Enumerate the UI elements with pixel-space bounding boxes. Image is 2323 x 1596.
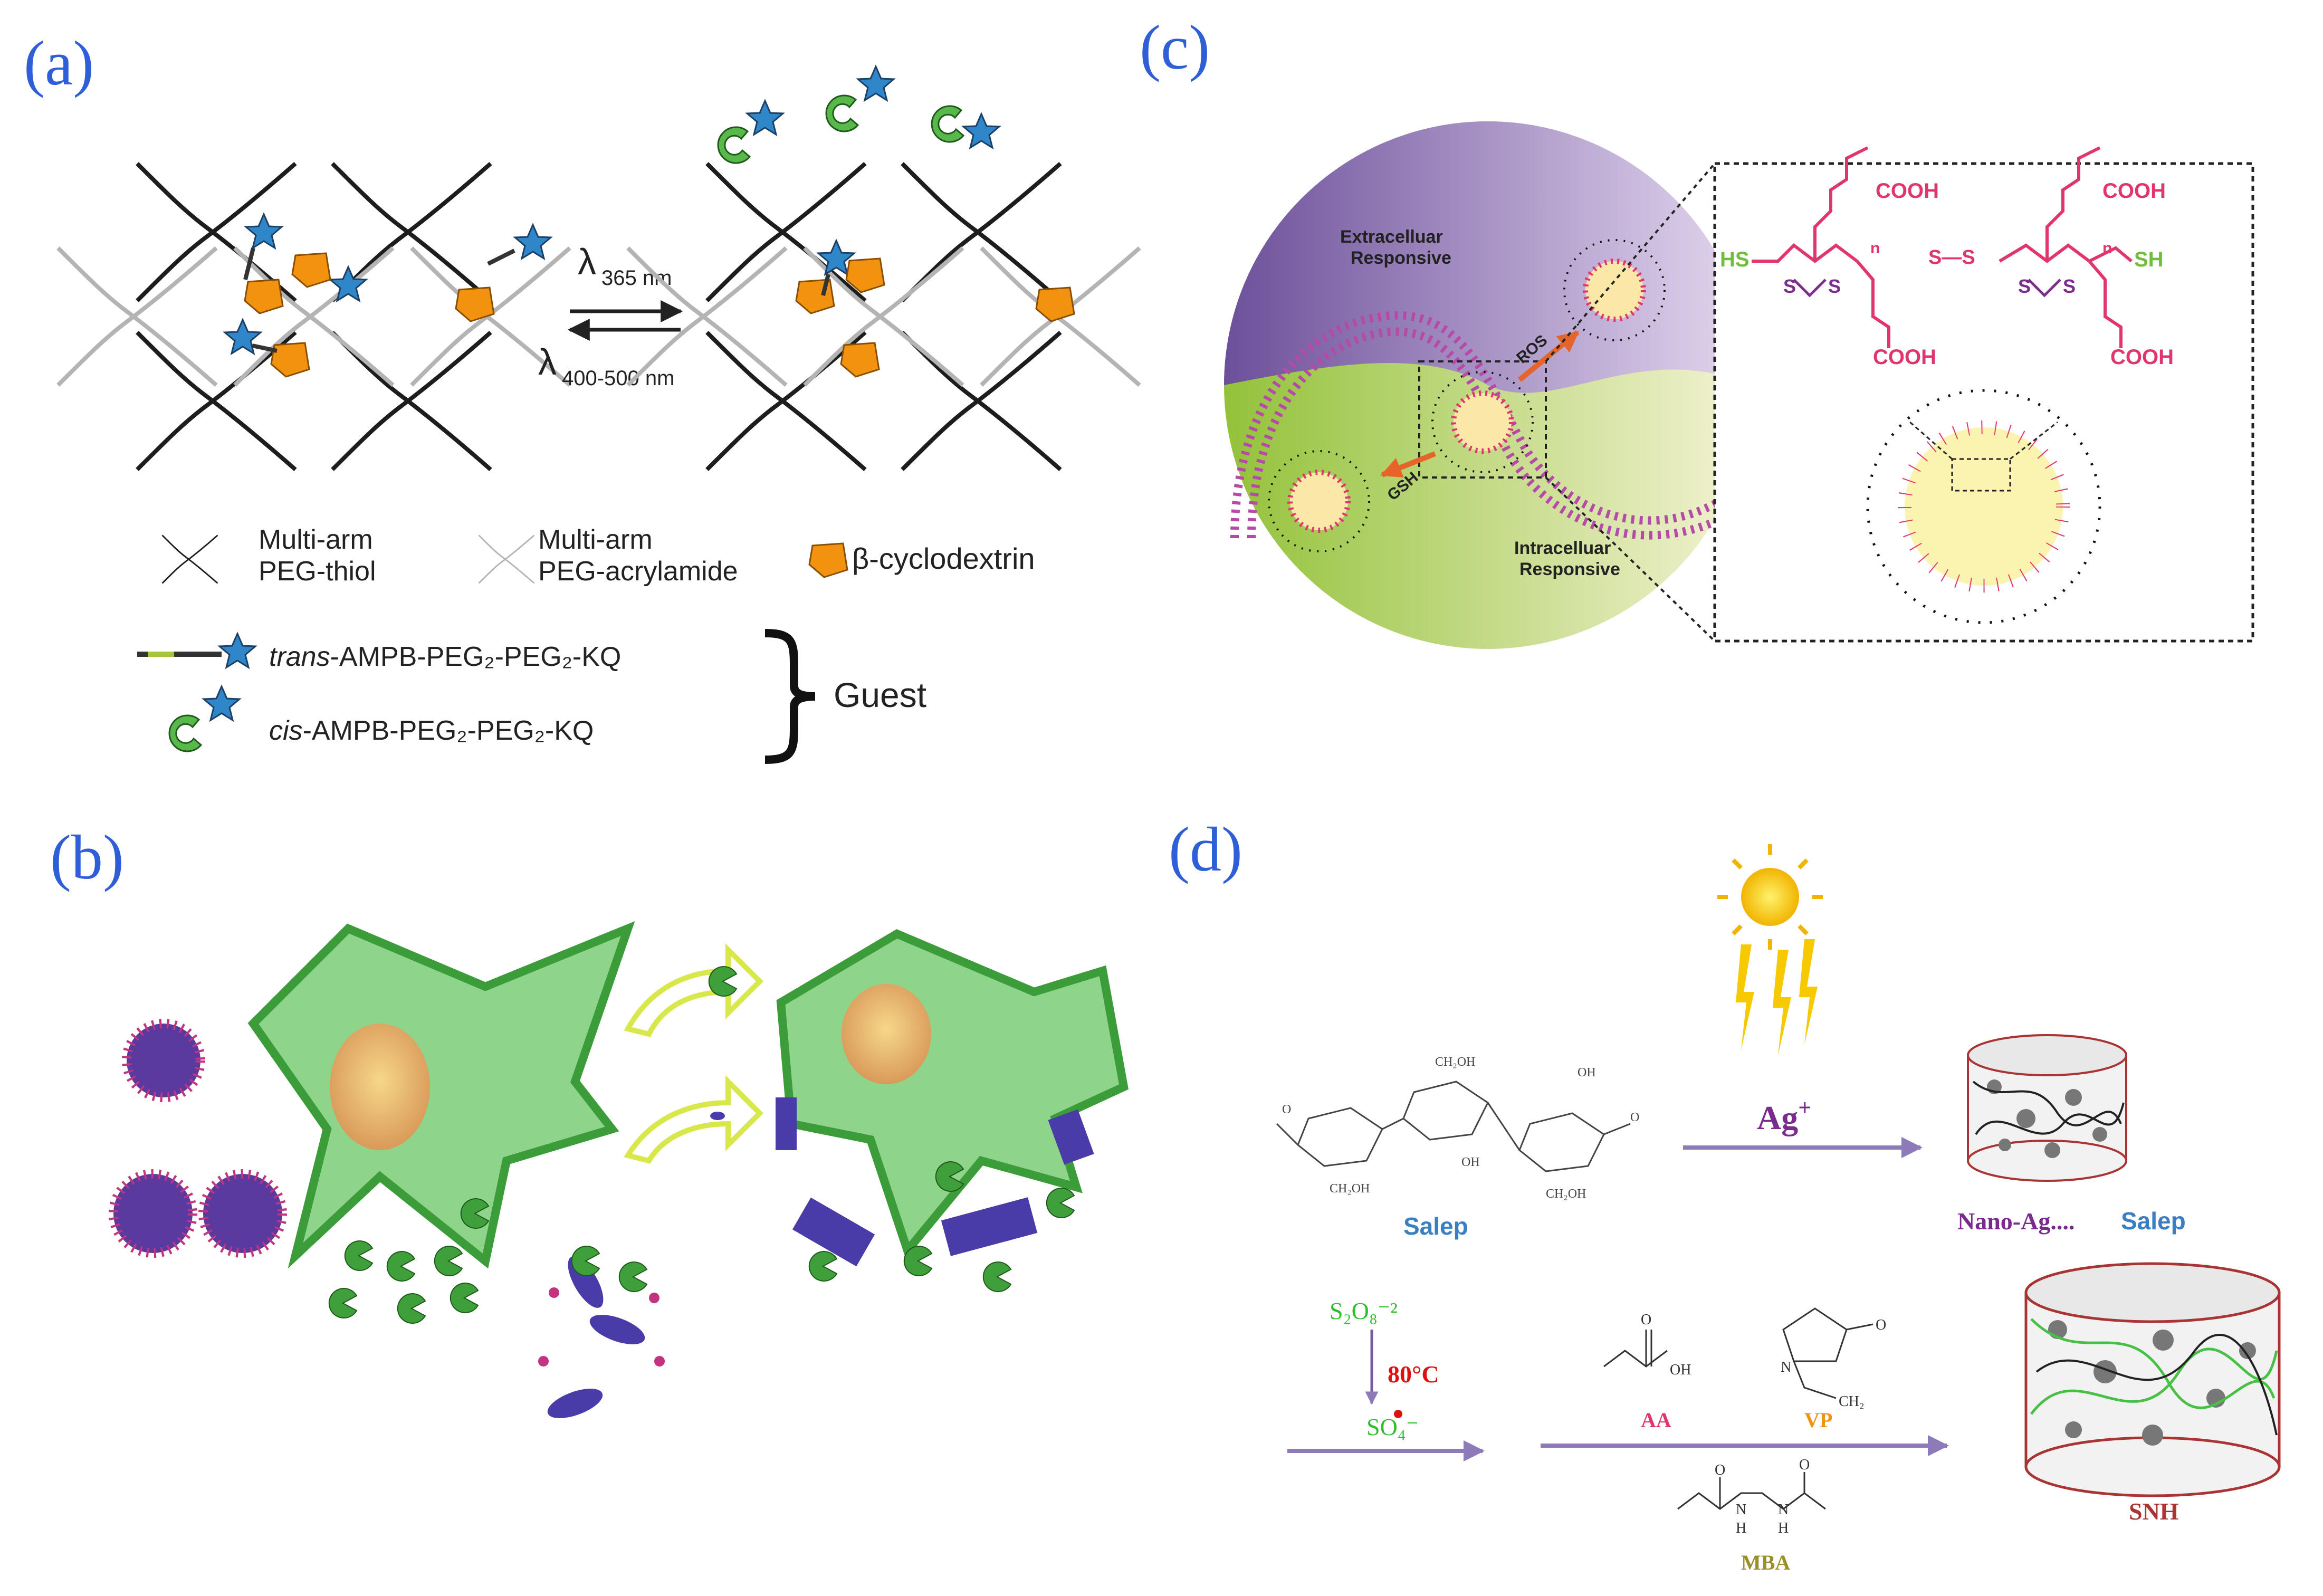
- temp-label: 80°C: [1388, 1361, 1439, 1388]
- cell-after: [776, 929, 1129, 1292]
- trans-label: -AMPB-PEG₂-PEG₂-KQ: [330, 642, 622, 672]
- photo-switch-arrows: λ 365 nm λ 400-500 nm: [538, 241, 683, 390]
- ch2oh-bottom-right: CH₂OH: [1546, 1187, 1586, 1201]
- panel-b-label: (b): [50, 822, 124, 892]
- o-left: O: [1282, 1103, 1291, 1116]
- sun-icon: [1717, 844, 1823, 1055]
- aa-oh: OH: [1670, 1362, 1691, 1378]
- cyclodextrin-icon: [808, 542, 848, 578]
- cooh-bottom-right: COOH: [2110, 346, 2174, 369]
- vp-n: N: [1781, 1359, 1791, 1375]
- svg-text:trans-AMPB-PEG₂-PEG₂-KQ: trans-AMPB-PEG₂-PEG₂-KQ: [269, 642, 621, 672]
- mba-label: MBA: [1741, 1551, 1790, 1574]
- ag-label: Ag: [1757, 1099, 1798, 1136]
- nano-ag-cylinder: [1967, 1034, 2127, 1182]
- reverse-wavelength: 400-500 nm: [562, 367, 674, 390]
- mba-h-1: H: [1736, 1520, 1746, 1536]
- aa-label: AA: [1641, 1408, 1671, 1432]
- s-label-2: S: [1828, 275, 1841, 297]
- zoom-box-small: [1418, 360, 1547, 479]
- hydrogel-network-right: [628, 65, 1140, 470]
- extracellular-line1: Extracelluar: [1340, 227, 1443, 247]
- s-label-4: S: [2063, 275, 2076, 297]
- legend-thiol-line1: Multi-arm: [259, 524, 373, 555]
- hydrogel-network-left: [58, 164, 570, 470]
- snh-cylinder: [2024, 1262, 2281, 1497]
- mba-n-2: N: [1778, 1502, 1789, 1518]
- forward-lambda: λ: [578, 241, 596, 282]
- legend-acrylamide-line1: Multi-arm: [538, 524, 653, 555]
- ch2oh-bottom-left: CH₂OH: [1330, 1182, 1370, 1196]
- ag-charge: +: [1798, 1095, 1811, 1121]
- svg-text:cis-AMPB-PEG₂-PEG₂-KQ: cis-AMPB-PEG₂-PEG₂-KQ: [269, 715, 594, 746]
- aa-structure: [1603, 1330, 1668, 1368]
- extracellular-line2: Responsive: [1351, 248, 1451, 268]
- cooh-bottom-left: COOH: [1873, 346, 1936, 369]
- mba-structure: [1677, 1472, 1826, 1510]
- sh-label: SH: [2134, 248, 2164, 271]
- intracellular-line2: Responsive: [1519, 559, 1620, 579]
- polymer-structure: HS COOH S S n COOH S—S COOH S S n COOH S…: [1720, 146, 2174, 369]
- micelle-large: [1866, 389, 2101, 624]
- mba-n-1: N: [1736, 1502, 1746, 1518]
- legend-thiol-line2: PEG-thiol: [259, 556, 376, 587]
- cell-before: [247, 921, 635, 1324]
- salep-label: Salep: [1403, 1212, 1468, 1240]
- aa-o: O: [1641, 1312, 1651, 1328]
- vp-ch2: CH₂: [1839, 1393, 1865, 1410]
- panel-d: (d): [1169, 814, 2281, 1574]
- released-fragments: [538, 1246, 665, 1418]
- oh-top-right: OH: [1578, 1066, 1596, 1079]
- mba-h-2: H: [1778, 1520, 1789, 1536]
- process-arrows: [624, 943, 764, 1164]
- vp-structure: [1782, 1307, 1873, 1399]
- snh-label: SNH: [2129, 1498, 2179, 1525]
- micelle-center: [1431, 371, 1534, 473]
- panel-c: (c) Extracelluar Responsive Intracelluar…: [1140, 12, 2254, 649]
- panel-a-legend: Multi-arm PEG-thiol Multi-arm PEG-acryla…: [137, 524, 1035, 764]
- salep-structure: [1276, 1081, 1631, 1172]
- nano-ag-label: Nano-Ag....: [1957, 1208, 2075, 1235]
- reverse-lambda: λ: [538, 341, 557, 383]
- n-label-1: n: [1870, 240, 1880, 257]
- s-label-1: S: [1783, 275, 1796, 297]
- persulfate-label: S₂O₈⁻²: [1330, 1297, 1398, 1324]
- vp-o: O: [1876, 1317, 1886, 1333]
- s-label-3: S: [2018, 275, 2031, 297]
- guest-label: Guest: [834, 675, 926, 714]
- micelle-ros: [1563, 239, 1666, 341]
- cooh-top-left: COOH: [1876, 179, 1939, 203]
- panel-d-label: (d): [1169, 814, 1242, 884]
- micelle-gsh: [1268, 450, 1370, 552]
- intracellular-line1: Intracelluar: [1514, 538, 1611, 558]
- vp-label: VP: [1804, 1408, 1832, 1432]
- panel-b: (b): [50, 822, 1129, 1418]
- cooh-top-right: COOH: [2102, 179, 2166, 203]
- ch2oh-top: CH₂OH: [1435, 1055, 1475, 1069]
- mba-o-1: O: [1715, 1462, 1725, 1478]
- trans-prefix: trans: [269, 642, 330, 672]
- cis-prefix: cis: [269, 715, 303, 746]
- nano-salep-label: Salep: [2121, 1207, 2186, 1235]
- oh-mid: OH: [1461, 1155, 1480, 1169]
- cis-label: -AMPB-PEG₂-PEG₂-KQ: [303, 715, 594, 746]
- mba-o-2: O: [1799, 1457, 1810, 1473]
- o-right: O: [1630, 1111, 1639, 1124]
- forward-wavelength: 365 nm: [601, 266, 672, 290]
- legend-acrylamide-line2: PEG-acrylamide: [538, 556, 738, 587]
- panel-a-label: (a): [24, 28, 94, 98]
- panel-a: (a) λ 365 nm λ: [24, 28, 1140, 764]
- disulfide-label: S—S: [1928, 246, 1975, 269]
- panel-c-label: (c): [1140, 12, 1210, 82]
- hs-label: HS: [1720, 248, 1750, 271]
- trans-guest-star: [245, 213, 283, 249]
- legend-cyclodextrin: β-cyclodextrin: [852, 542, 1035, 575]
- nanocarriers: [109, 1019, 287, 1258]
- responsive-circle: Extracelluar Responsive Intracelluar Res…: [1224, 121, 1752, 649]
- sulfate-radical-label: SO₄⁻: [1366, 1413, 1419, 1440]
- svg-text:Ag+: Ag+: [1757, 1095, 1811, 1136]
